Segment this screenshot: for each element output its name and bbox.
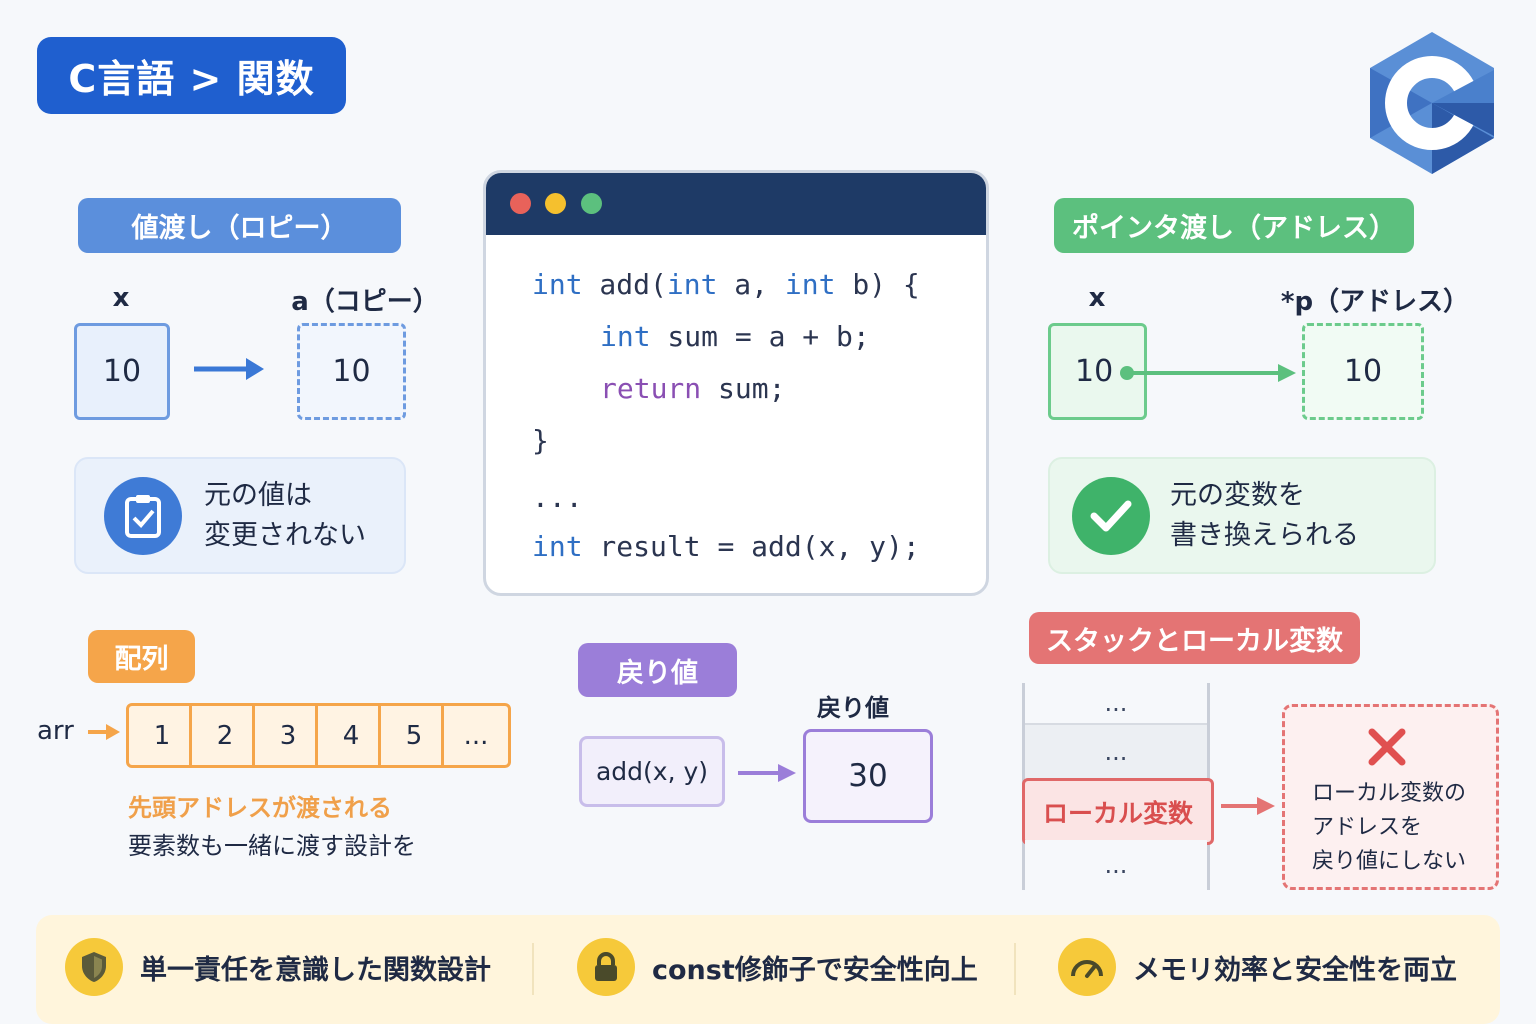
close-dot-icon (510, 193, 531, 214)
pointer-note-card: 元の変数を 書き換えられる (1048, 457, 1436, 574)
array-cell: 5 (378, 703, 450, 768)
stack-warning-card: ローカル変数の アドレスを 戻り値にしない (1282, 704, 1499, 890)
stack-row: ... (1025, 840, 1207, 890)
maximize-dot-icon (581, 193, 602, 214)
stack-row: ... (1025, 683, 1207, 723)
tip-divider (532, 943, 534, 995)
array-title: 配列 (88, 630, 195, 683)
array-note-line1: 先頭アドレスが渡される (128, 794, 392, 822)
check-circle-icon (1072, 476, 1150, 555)
pointer-pass-title: ポインタ渡し（アドレス） (1054, 198, 1414, 253)
code-window: int add(int a, int b) { int sum = a + b;… (483, 170, 989, 596)
stack-warning-line2: アドレスを (1312, 815, 1423, 840)
stack-warning-line1: ローカル変数の (1312, 781, 1467, 806)
return-title: 戻り値 (578, 643, 737, 697)
tip-text: メモリ効率と安全性を両立 (1133, 955, 1457, 986)
pointer-dst-label: *p（アドレス） (1280, 287, 1470, 317)
code-line-1: int add(int a, int b) { (532, 268, 920, 301)
value-note-line2: 変更されない (204, 519, 366, 551)
speedometer-icon (1058, 938, 1116, 996)
clipboard-check-icon (104, 476, 182, 555)
page-title: C言語 > 関数 (37, 37, 346, 114)
value-dst-label: a（コピー） (291, 287, 439, 317)
pointer-src-box: 10 (1048, 323, 1147, 420)
code-line-2: int sum = a + b; (600, 320, 870, 353)
value-dst-box: 10 (297, 323, 406, 420)
minimize-dot-icon (545, 193, 566, 214)
value-pass-title: 値渡し（ロピー） (78, 198, 401, 253)
pointer-src-value: 10 (1075, 354, 1114, 389)
stack-row: ... (1025, 723, 1207, 779)
code-line-4: } (532, 424, 549, 457)
value-note-line1: 元の値は (204, 479, 312, 511)
stack-warning-line3: 戻り値にしない (1312, 849, 1467, 874)
stack-arrow-icon (1219, 794, 1277, 818)
value-src-label: x (112, 283, 130, 313)
code-line-6: int result = add(x, y); (532, 530, 920, 563)
copy-arrow-icon (192, 355, 266, 383)
value-src-box: 10 (74, 323, 170, 420)
arr-arrow-icon (86, 721, 122, 743)
code-line-3: return sum; (600, 372, 786, 405)
return-result-box: 30 (803, 729, 933, 823)
array-cell: 1 (126, 703, 198, 768)
tip-text: const修飾子で安全性向上 (652, 955, 978, 986)
code-line-5: ... (532, 481, 583, 514)
stack-title: スタックとローカル変数 (1029, 612, 1360, 664)
pointer-note-line2: 書き換えられる (1170, 519, 1359, 551)
array-cell: 4 (315, 703, 387, 768)
tip-text: 単一責任を意識した関数設計 (140, 955, 491, 986)
array-note-line2: 要素数も一緒に渡す設計を (128, 832, 416, 860)
pointer-note-line1: 元の変数を (1170, 479, 1305, 511)
c-language-logo (1366, 30, 1498, 176)
return-result-label: 戻り値 (817, 694, 889, 722)
array-cell: 2 (189, 703, 261, 768)
code-window-titlebar (486, 173, 986, 235)
tips-bar (36, 915, 1500, 1024)
pointer-src-label: x (1088, 283, 1106, 313)
tip-divider (1014, 943, 1016, 995)
return-arrow-icon (736, 761, 798, 785)
cross-icon (1367, 727, 1407, 767)
arr-label: arr (37, 716, 74, 746)
return-call-box: add(x, y) (579, 736, 725, 807)
value-note-card: 元の値は 変更されない (74, 457, 406, 574)
array-cell: 3 (252, 703, 324, 768)
pointer-dst-box: 10 (1302, 323, 1424, 420)
shield-icon (65, 938, 123, 996)
array-cell: ... (441, 703, 511, 768)
pointer-arrow-icon (1118, 361, 1298, 385)
lock-icon (577, 938, 635, 996)
stack-local-variable: ローカル変数 (1022, 778, 1214, 845)
